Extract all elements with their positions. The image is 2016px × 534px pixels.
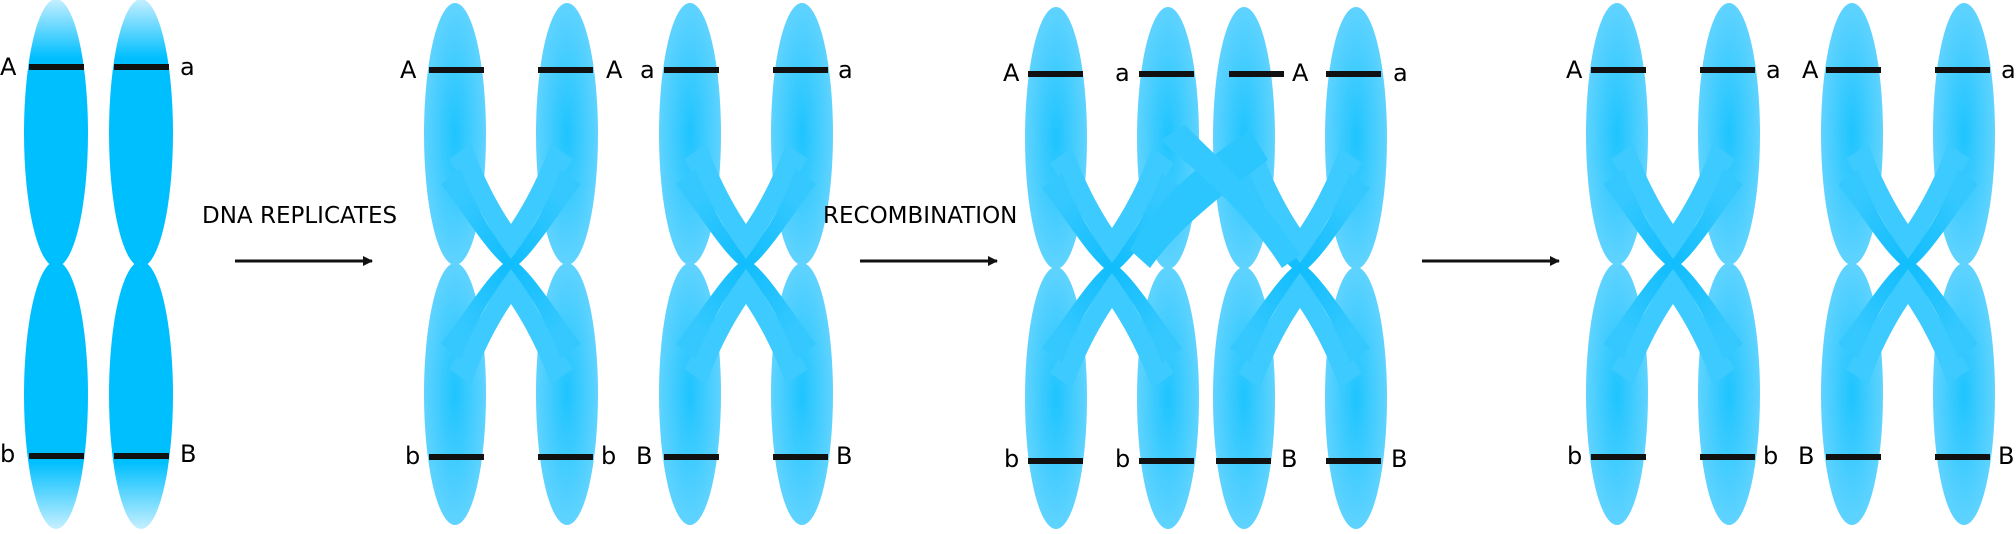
allele-label: A: [1566, 56, 1583, 84]
allele-label: B: [1998, 442, 2014, 470]
allele-label: A: [606, 56, 623, 84]
allele-label: b: [1004, 445, 1019, 473]
allele-label: b: [1115, 445, 1130, 473]
allele-label: b: [405, 442, 420, 470]
allele-label: B: [180, 440, 196, 468]
allele-label: a: [2001, 56, 2016, 84]
band: [114, 453, 169, 459]
allele-label: a: [180, 53, 195, 81]
allele-label: A: [1802, 56, 1819, 84]
allele-label: B: [636, 442, 652, 470]
recombinant-chromosome-2: A a B B: [1798, 3, 2016, 525]
allele-label: B: [1798, 442, 1814, 470]
replicated-chromosome-2: a a B B: [636, 3, 853, 525]
allele-label: A: [0, 53, 17, 81]
allele-label: A: [400, 56, 417, 84]
allele-label: a: [640, 56, 655, 84]
allele-label: B: [836, 442, 852, 470]
allele-label: a: [1115, 59, 1130, 87]
allele-label: b: [1567, 442, 1582, 470]
band: [29, 453, 84, 459]
step-label-recombination: RECOMBINATION: [823, 203, 1018, 229]
allele-label: b: [1763, 442, 1778, 470]
allele-label: A: [1292, 59, 1309, 87]
unreplicated-chromosome-2: a B: [109, 0, 196, 529]
replicated-chromosome-1: A A b b: [400, 3, 623, 525]
band: [29, 64, 84, 70]
allele-label: a: [838, 56, 853, 84]
allele-label: B: [1281, 445, 1297, 473]
allele-label: b: [601, 442, 616, 470]
allele-label: A: [1003, 59, 1020, 87]
unreplicated-chromosome-1: A b: [0, 0, 88, 529]
band: [114, 64, 169, 70]
crossover-chromosomes: A a A a b b B B: [1003, 7, 1408, 529]
allele-label: B: [1391, 445, 1407, 473]
allele-label: a: [1393, 59, 1408, 87]
step-label-replicates: DNA REPLICATES: [202, 203, 398, 229]
recombinant-chromosome-1: A a b b: [1566, 3, 1781, 525]
allele-label: a: [1766, 56, 1781, 84]
allele-label: b: [0, 440, 15, 468]
